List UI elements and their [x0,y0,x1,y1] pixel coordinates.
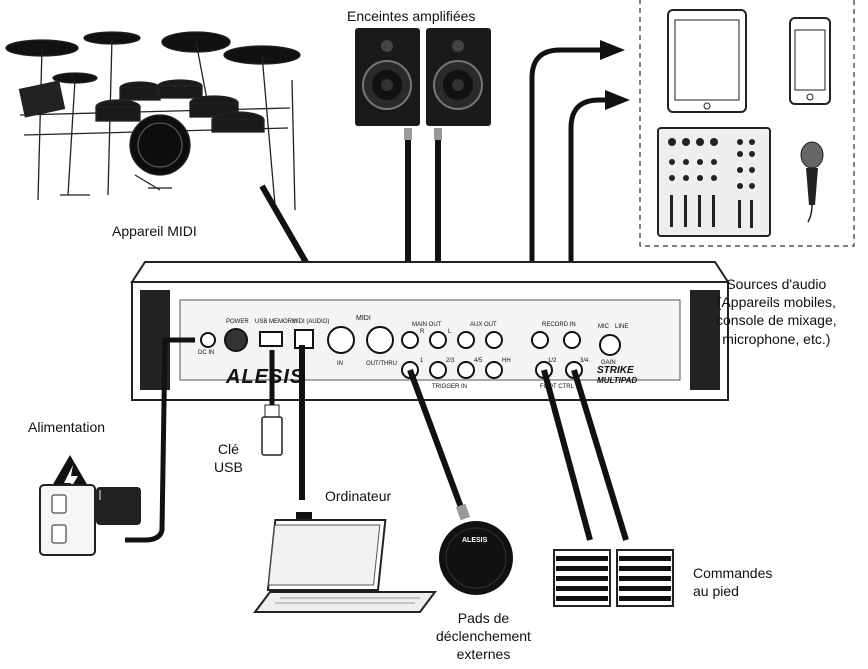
panel-midi-audio-label: MIDI (AUDIO) [292,319,329,325]
audio-sources-line4: microphone, etc.) [722,330,831,347]
usb-key-line2: USB [214,459,243,476]
panel-trigger-1: 1 [420,358,424,364]
panel-record-in-label: RECORD IN [542,322,576,328]
external-trigger-pad: ALESIS [439,521,513,595]
footswitch-line1: Commandes [693,565,773,581]
audio-sources-line1: Sources d'audio [726,276,827,292]
panel-foot-12: 1/2 [548,358,557,364]
speakers-label: Enceintes amplifiées [347,8,476,24]
strike-multipad-device [130,261,730,401]
panel-power-label: POWER [226,319,249,325]
audio-sources-box [639,0,855,247]
panel-trigger-hh: HH [502,358,511,364]
panel-product-line2: MULTIPAD [597,376,637,385]
ext-pads-line3: externes [456,646,511,663]
power-label: Alimentation [28,419,106,435]
arrow-to-sources-2 [605,90,630,110]
panel-foot-ctrl-label: FOOT CTRL [540,384,575,390]
microphone-icon [800,141,824,223]
audio-sources-label: Sources d'audio (Appareils mobiles, cons… [716,275,837,348]
panel-jack-r: R [420,329,425,335]
smartphone-icon [789,17,831,105]
panel-jack-l: L [448,329,452,335]
usb-key-line1: Clé [217,441,239,457]
panel-trigger-23: 2/3 [446,358,455,364]
panel-trigger-in-label: TRIGGER IN [432,384,467,390]
panel-main-out-label: MAIN OUT [412,322,442,328]
panel-mic-label: MIC [598,324,610,330]
trigger-pad-cable [407,368,471,521]
panel-line-label: LINE [615,324,628,330]
audio-sources-line2: (Appareils mobiles, [716,294,836,311]
audio-sources-line3: console de mixage, [716,312,837,329]
usb-key-label: Clé USB [214,440,243,476]
panel-aux-out-label: AUX OUT [470,322,497,328]
panel-usb-memory-label: USB MEMORY [255,319,296,325]
tablet-icon [667,9,747,113]
panel-product-line1: STRIKE [597,365,634,376]
ext-pads-line2: déclenchement [436,628,531,645]
footswitches [553,549,674,607]
usb-key-icon [261,350,283,456]
panel-midi-in-label: IN [337,361,343,367]
panel-brand: ALESIS [225,366,304,388]
laptop-icon [253,345,437,613]
panel-trigger-45: 4/5 [474,358,483,364]
ext-pads-line1: Pads de [457,610,510,626]
footswitch-label: Commandes au pied [693,564,772,600]
computer-label: Ordinateur [325,488,392,504]
panel-dc-in-label: DC IN [198,350,214,356]
footswitch-cables [541,369,629,541]
record-in-cables [529,47,605,285]
pad-brand: ALESIS [462,537,488,544]
electronic-drum-kit [5,31,301,211]
power-supply [39,337,195,556]
panel-midi-label: MIDI [356,315,371,322]
mixer-icon [657,127,771,237]
footswitch-line2: au pied [693,583,739,600]
arrow-to-sources-1 [600,40,625,60]
panel-gain-label: GAIN [601,360,616,366]
panel-midi-out-label: OUT/THRU [366,361,397,367]
powered-speakers [355,28,491,126]
midi-device-label: Appareil MIDI [112,223,197,239]
panel-foot-34: 3/4 [580,358,589,364]
ext-pads-label: Pads de déclenchement externes [436,609,531,664]
